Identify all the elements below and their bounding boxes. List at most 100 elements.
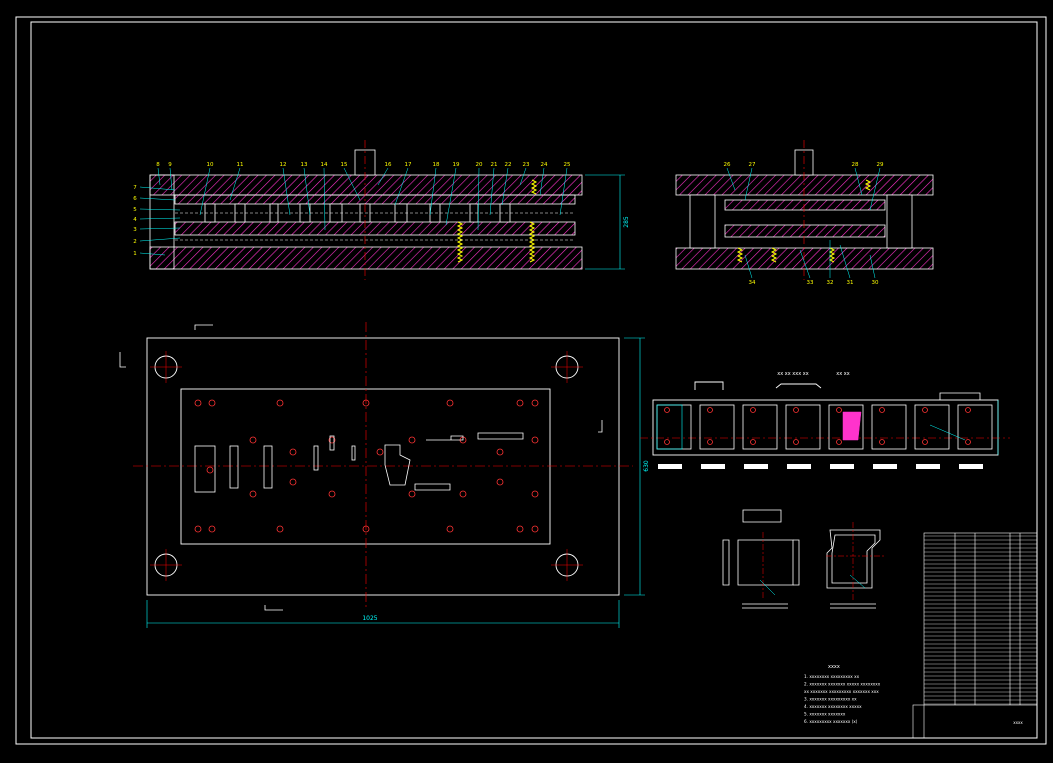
inner-frame	[30, 21, 1038, 739]
screw-hole	[249, 436, 257, 444]
strip-station	[871, 404, 907, 450]
part-callout-3: 3	[133, 227, 137, 233]
screw-hole	[276, 525, 284, 533]
pilot-hole	[965, 407, 971, 413]
part-callout-30: 30	[872, 280, 879, 286]
note-line: 2. xxxxxxx xxxxxxx xxxxx xxxxxxxx	[804, 682, 881, 687]
side-view-top-labels: 26 27 28 29	[724, 162, 884, 168]
note-line: 1. xxxxxxxx xxxxxxxxx xx	[804, 674, 860, 679]
strip-marker	[873, 464, 897, 469]
screw-hole	[194, 399, 202, 407]
screw-hole	[531, 399, 539, 407]
screw-hole	[446, 399, 454, 407]
screw-hole	[376, 448, 384, 456]
part-callout-33: 33	[807, 280, 814, 286]
strip-marker	[744, 464, 768, 469]
part-callout-9: 9	[168, 162, 172, 168]
part-callout-29: 29	[877, 162, 884, 168]
pilot-hole	[836, 407, 842, 413]
part-callout-13: 13	[301, 162, 308, 168]
part-callout-7: 7	[133, 185, 137, 191]
strip-layout-subtitle: xx xx	[836, 371, 849, 377]
part-callout-11: 11	[237, 162, 244, 168]
side-view-bottom-labels: 34 33 32 31 30	[749, 280, 879, 286]
strip-station	[914, 404, 950, 450]
bom-table	[924, 535, 1037, 705]
plan-view	[119, 322, 645, 628]
screw-hole	[496, 478, 504, 486]
pilot-hole	[707, 439, 713, 445]
pilot-hole	[793, 407, 799, 413]
screw-hole	[496, 448, 504, 456]
screw-hole	[276, 399, 284, 407]
part-callout-26: 26	[724, 162, 731, 168]
part-callout-8: 8	[156, 162, 160, 168]
plan-height-dimension: 630	[643, 460, 650, 472]
part-callout-2: 2	[133, 239, 137, 245]
title-block-name: xxxx	[1013, 720, 1023, 725]
screw-hole	[408, 436, 416, 444]
part-callout-32: 32	[827, 280, 834, 286]
note-line: 4. xxxxxxx xxxxxxxx xxxxx	[804, 704, 862, 709]
screw-hole	[194, 525, 202, 533]
outer-frame	[15, 16, 1047, 745]
pilot-hole	[879, 439, 885, 445]
part-callout-4: 4	[133, 217, 137, 223]
screw-hole	[289, 478, 297, 486]
strip-station	[957, 404, 993, 450]
strip-layout-view	[640, 381, 1010, 469]
pilot-hole	[664, 439, 670, 445]
part-callout-17: 17	[405, 162, 412, 168]
part-callout-28: 28	[852, 162, 859, 168]
strip-station	[699, 404, 735, 450]
part-callout-31: 31	[847, 280, 854, 286]
strip-marker	[701, 464, 725, 469]
screw-hole	[249, 490, 257, 498]
strip-marker	[830, 464, 854, 469]
part-callout-12: 12	[280, 162, 287, 168]
screw-hole	[408, 490, 416, 498]
strip-marker	[787, 464, 811, 469]
part-callout-27: 27	[749, 162, 756, 168]
part-callout-5: 5	[133, 207, 137, 213]
strip-marker	[959, 464, 983, 469]
title-block	[912, 532, 1038, 739]
front-view-left-labels: 7 6 5 4 3 2 1	[133, 185, 137, 257]
notes-title: xxxx	[828, 664, 840, 670]
part-callout-34: 34	[749, 280, 756, 286]
screw-hole	[446, 525, 454, 533]
part-detail-right	[826, 522, 885, 609]
screw-hole	[208, 399, 216, 407]
part-callout-1: 1	[133, 251, 137, 257]
part-callout-25: 25	[564, 162, 571, 168]
screw-hole	[516, 525, 524, 533]
screw-hole	[459, 490, 467, 498]
part-callout-16: 16	[385, 162, 392, 168]
front-section-view	[139, 140, 625, 280]
screw-hole	[531, 436, 539, 444]
screw-hole	[362, 399, 370, 407]
note-line: 6. xxxxxxxxx xxxxxxx (x)	[804, 719, 858, 724]
pilot-hole	[922, 407, 928, 413]
part-callout-6: 6	[133, 196, 137, 202]
part-callout-21: 21	[491, 162, 498, 168]
strip-station	[785, 404, 821, 450]
screw-hole	[206, 466, 214, 474]
side-section-view	[675, 140, 934, 280]
pilot-hole	[922, 439, 928, 445]
note-line: xx xxxxxxx xxxxxxxxx xxxxxxx xxx	[804, 689, 879, 694]
part-callout-19: 19	[453, 162, 460, 168]
part-callout-23: 23	[523, 162, 530, 168]
part-callout-24: 24	[541, 162, 548, 168]
part-callout-22: 22	[505, 162, 512, 168]
note-line: 5. xxxxxxx xxxxxxx	[804, 712, 846, 717]
strip-station	[742, 404, 778, 450]
screw-hole	[289, 448, 297, 456]
part-detail-left	[722, 509, 800, 609]
strip-layout-title: xx xx xxx xx	[777, 371, 808, 377]
part-callout-20: 20	[476, 162, 483, 168]
part-callout-15: 15	[341, 162, 348, 168]
screw-hole	[362, 525, 370, 533]
pilot-hole	[965, 439, 971, 445]
